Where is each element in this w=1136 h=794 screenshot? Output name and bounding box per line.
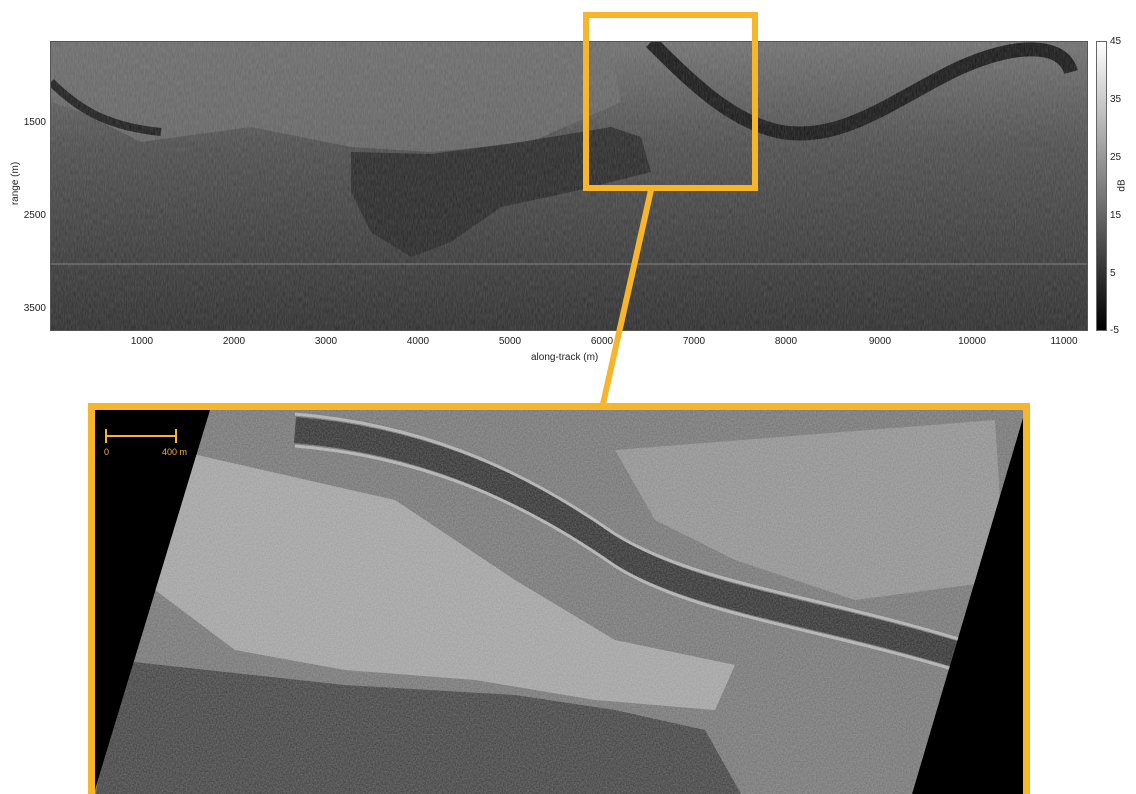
y-tick-label: 3500 [23, 303, 46, 314]
zoom-region-box [583, 12, 758, 191]
scale-bar-end-label: 400 m [162, 447, 188, 457]
x-tick-label: 6000 [590, 336, 614, 347]
x-tick-label: 11000 [1050, 336, 1078, 347]
colorbar [1096, 41, 1107, 331]
y-axis-label: range (m) [10, 161, 22, 206]
sar-overview-image [50, 41, 1088, 331]
colorbar-tick-label: 25 [1110, 152, 1122, 163]
colorbar-tick-label: -5 [1110, 325, 1119, 336]
scale-bar-start-label: 0 [104, 447, 110, 457]
x-tick-label: 4000 [406, 336, 430, 347]
x-tick-label: 3000 [314, 336, 338, 347]
x-tick-label: 9000 [868, 336, 892, 347]
x-axis-label: along-track (m) [531, 352, 599, 363]
x-tick-label: 2000 [222, 336, 246, 347]
colorbar-tick-label: 15 [1110, 210, 1122, 221]
y-tick-label: 1500 [23, 117, 46, 128]
x-tick-label: 1000 [130, 336, 154, 347]
colorbar-tick-label: 45 [1110, 36, 1122, 47]
colorbar-tick-label: 35 [1110, 94, 1122, 105]
x-tick-label: 8000 [774, 336, 798, 347]
scale-bar [105, 429, 177, 443]
zoomed-sar-image [88, 403, 1030, 794]
colorbar-label: dB [1116, 179, 1128, 192]
x-tick-label: 7000 [682, 336, 706, 347]
colorbar-tick-label: 5 [1110, 268, 1116, 279]
y-tick-label: 2500 [23, 210, 46, 221]
x-tick-label: 5000 [498, 336, 522, 347]
x-tick-label: 10000 [958, 336, 986, 347]
